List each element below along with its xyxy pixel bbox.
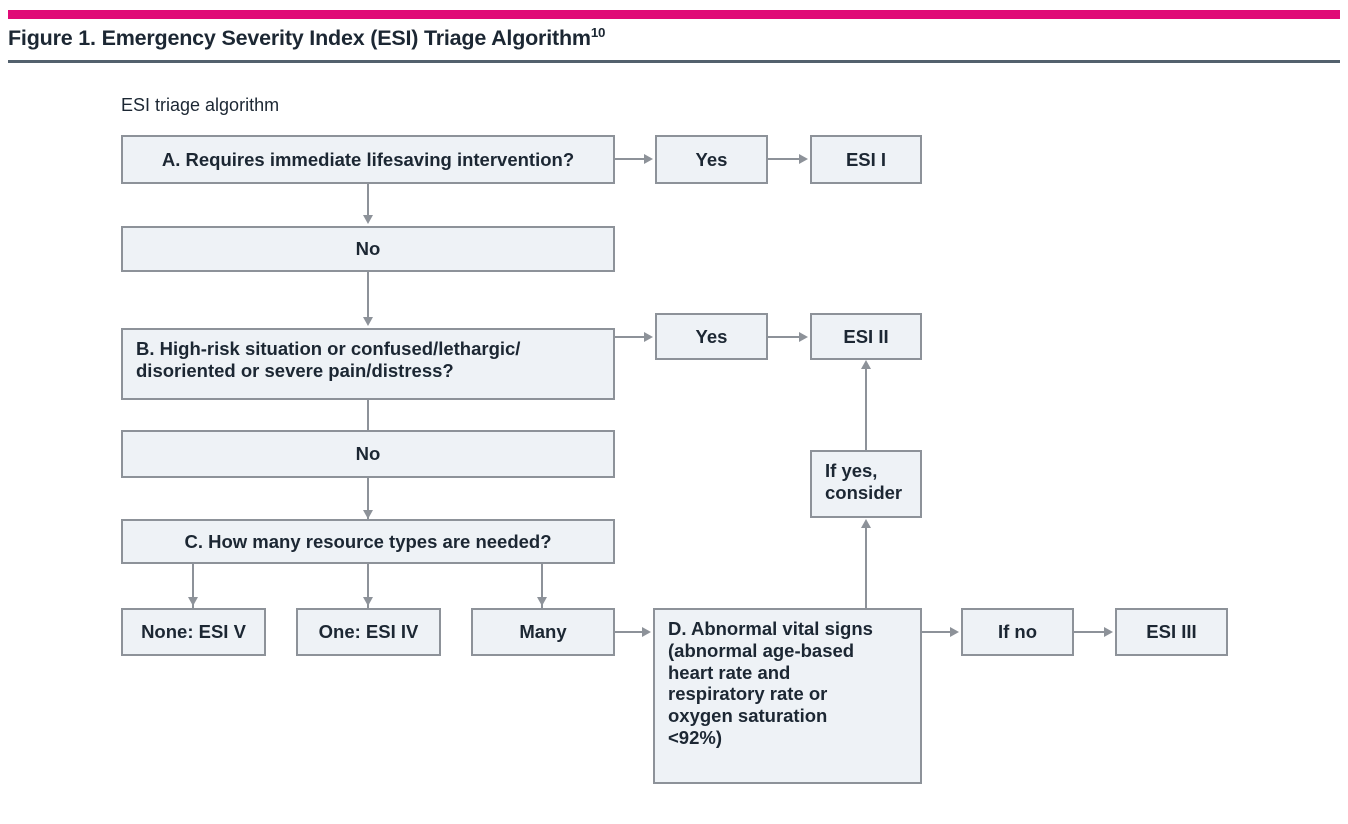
node-d-vitals-label: D. Abnormal vital signs (abnormal age-ba… bbox=[668, 618, 873, 749]
node-if-no: If no bbox=[961, 608, 1074, 656]
arrowhead-c-to-one bbox=[362, 597, 373, 606]
node-d-line5: oxygen saturation bbox=[668, 705, 828, 727]
flowchart-canvas: ESI triage algorithm A. Requires immedia… bbox=[0, 66, 1348, 824]
node-b-yes: Yes bbox=[655, 313, 768, 360]
connector-yes-to-esi1 bbox=[768, 158, 801, 160]
node-c-many: Many bbox=[471, 608, 615, 656]
node-b-question: B. High-risk situation or confused/letha… bbox=[121, 328, 615, 400]
arrowhead-no-to-b bbox=[362, 317, 373, 326]
node-esi-3-label: ESI III bbox=[1146, 621, 1197, 643]
node-if-yes-consider-label: If yes, consider bbox=[825, 460, 902, 504]
connector-d-to-ifno bbox=[922, 631, 952, 633]
figure-caption: ESI triage algorithm bbox=[121, 95, 280, 115]
arrowhead-many-to-d bbox=[642, 626, 651, 637]
arrowhead-ifno-to-esi3 bbox=[1104, 626, 1113, 637]
node-c-question-label: C. How many resource types are needed? bbox=[184, 530, 552, 552]
connector-c-to-one bbox=[367, 564, 369, 608]
node-b-no: No bbox=[121, 430, 615, 478]
page-title-text: Figure 1. Emergency Severity Index (ESI)… bbox=[8, 26, 591, 50]
node-esi-1: ESI I bbox=[810, 135, 922, 184]
arrowhead-yes-to-esi2 bbox=[799, 331, 808, 342]
node-d-line2: (abnormal age-based bbox=[668, 639, 855, 661]
accent-bar bbox=[8, 10, 1340, 19]
connector-no-to-c bbox=[367, 478, 369, 521]
connector-d-to-ifyes bbox=[865, 528, 867, 608]
node-esi-3: ESI III bbox=[1115, 608, 1228, 656]
node-b-question-line2: disoriented or severe pain/distress? bbox=[136, 359, 454, 381]
node-a-no-label: No bbox=[355, 238, 381, 260]
node-a-yes: Yes bbox=[655, 135, 768, 184]
connector-ifno-to-esi3 bbox=[1074, 631, 1106, 633]
arrowhead-d-to-ifno bbox=[950, 626, 959, 637]
page-title-superscript-reference: 10 bbox=[590, 24, 606, 40]
arrowhead-a-to-yes bbox=[644, 153, 653, 164]
arrowhead-b-to-yes bbox=[644, 331, 653, 342]
connector-a-to-no bbox=[367, 184, 369, 217]
arrowhead-c-to-many bbox=[536, 597, 547, 606]
node-esi-2: ESI II bbox=[810, 313, 922, 360]
node-esi-2-label: ESI II bbox=[843, 325, 889, 347]
page-title: Figure 1. Emergency Severity Index (ESI)… bbox=[8, 26, 605, 51]
connector-many-to-d bbox=[615, 631, 644, 633]
node-c-none: None: ESI V bbox=[121, 608, 266, 656]
arrowhead-yes-to-esi1 bbox=[799, 153, 808, 164]
node-esi-1-label: ESI I bbox=[845, 148, 887, 170]
arrowhead-d-to-ifyes bbox=[860, 519, 871, 528]
node-b-question-label: B. High-risk situation or confused/letha… bbox=[136, 338, 520, 382]
arrowhead-no-to-c bbox=[362, 510, 373, 519]
node-c-question: C. How many resource types are needed? bbox=[121, 519, 615, 564]
node-a-yes-label: Yes bbox=[695, 148, 728, 170]
node-d-vitals: D. Abnormal vital signs (abnormal age-ba… bbox=[653, 608, 922, 784]
node-c-one-label: One: ESI IV bbox=[318, 621, 419, 643]
node-c-many-label: Many bbox=[519, 621, 567, 643]
connector-c-to-many bbox=[541, 564, 543, 608]
node-a-no: No bbox=[121, 226, 615, 272]
connector-no-to-b bbox=[367, 272, 369, 319]
node-d-line3: heart rate and bbox=[668, 661, 791, 683]
connector-ifyes-to-esi2 bbox=[865, 369, 867, 450]
node-d-line6: <92%) bbox=[668, 727, 722, 749]
connector-yes-to-esi2 bbox=[768, 336, 801, 338]
node-a-question: A. Requires immediate lifesaving interve… bbox=[121, 135, 615, 184]
node-b-question-line1: B. High-risk situation or confused/letha… bbox=[136, 338, 521, 359]
node-b-no-label: No bbox=[355, 443, 381, 465]
node-b-yes-label: Yes bbox=[695, 325, 728, 347]
connector-b-to-no bbox=[367, 400, 369, 432]
node-if-no-label: If no bbox=[997, 621, 1038, 643]
node-c-one: One: ESI IV bbox=[296, 608, 441, 656]
node-if-yes-consider: If yes, consider bbox=[810, 450, 922, 518]
node-if-yes-line1: If yes, bbox=[825, 460, 878, 481]
arrowhead-c-to-none bbox=[187, 597, 198, 606]
arrowhead-ifyes-to-esi2 bbox=[860, 360, 871, 369]
node-c-none-label: None: ESI V bbox=[141, 621, 246, 643]
node-if-yes-line2: consider bbox=[825, 481, 903, 503]
connector-c-to-none bbox=[192, 564, 194, 608]
title-divider bbox=[8, 60, 1340, 63]
node-d-line4: respiratory rate or bbox=[668, 683, 828, 705]
connector-a-to-yes bbox=[615, 158, 646, 160]
node-a-question-label: A. Requires immediate lifesaving interve… bbox=[161, 148, 575, 170]
arrowhead-a-to-no bbox=[362, 215, 373, 224]
connector-b-to-yes bbox=[615, 336, 646, 338]
node-d-line1: D. Abnormal vital signs bbox=[668, 618, 873, 639]
